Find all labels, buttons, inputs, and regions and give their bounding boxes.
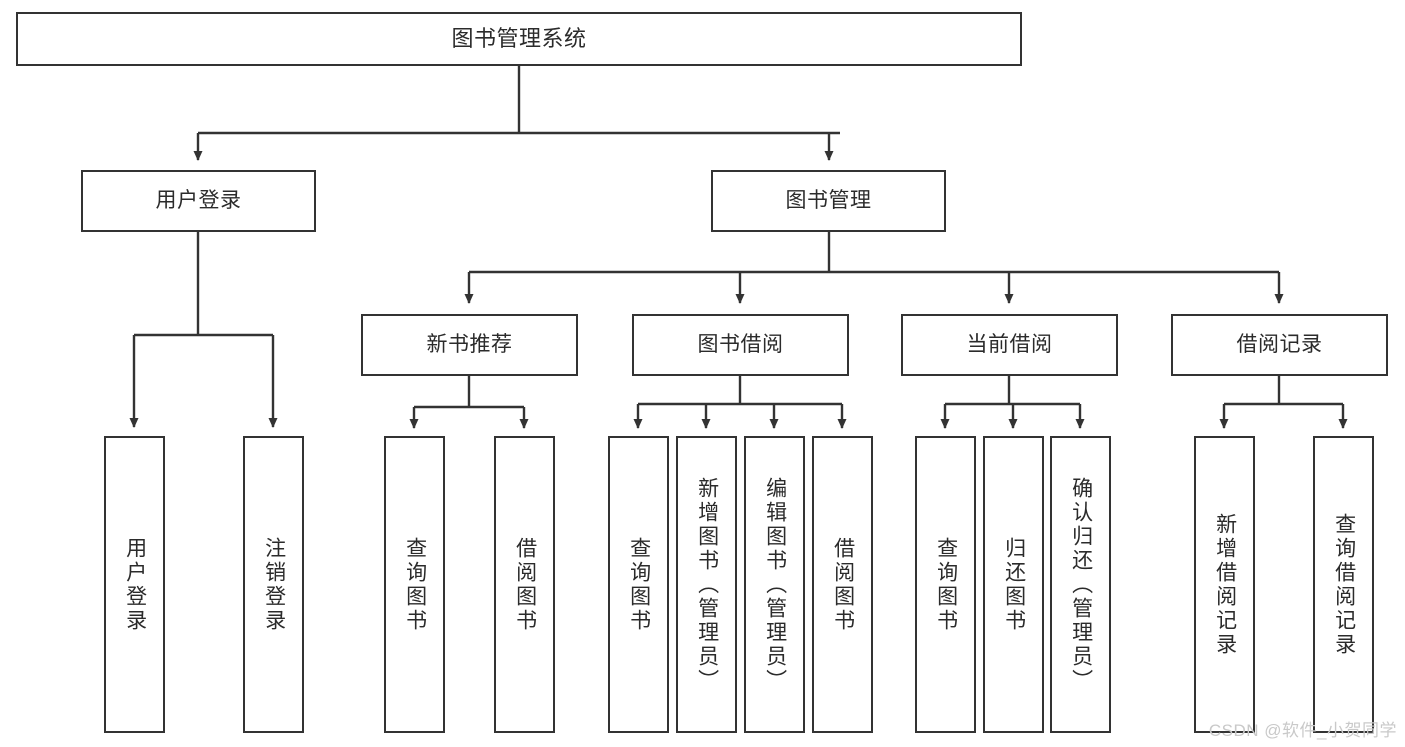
node-leaf-query-book-3[interactable]: 查询图书 — [915, 436, 976, 733]
node-leaf-confirm-return-admin[interactable]: 确认归还（管理员） — [1050, 436, 1111, 733]
node-label: 用户登录 — [123, 536, 147, 633]
node-leaf-add-book-admin[interactable]: 新增图书（管理员） — [676, 436, 737, 733]
node-borrow-record[interactable]: 借阅记录 — [1171, 314, 1388, 376]
node-leaf-user-login[interactable]: 用户登录 — [104, 436, 165, 733]
node-label: 图书管理 — [785, 188, 872, 212]
node-label: 注销登录 — [262, 536, 286, 633]
node-label: 查询借阅记录 — [1332, 512, 1356, 657]
node-label: 借阅记录 — [1236, 332, 1323, 356]
node-book-management[interactable]: 图书管理 — [711, 170, 946, 232]
node-leaf-borrow-book-2[interactable]: 借阅图书 — [812, 436, 873, 733]
node-label: 查询图书 — [627, 536, 651, 633]
node-new-book-recommend[interactable]: 新书推荐 — [361, 314, 578, 376]
node-label: 图书管理系统 — [451, 26, 587, 52]
node-leaf-query-borrow-record[interactable]: 查询借阅记录 — [1313, 436, 1374, 733]
node-leaf-query-book-1[interactable]: 查询图书 — [384, 436, 445, 733]
node-leaf-edit-book-admin[interactable]: 编辑图书（管理员） — [744, 436, 805, 733]
node-root-system[interactable]: 图书管理系统 — [16, 12, 1022, 66]
node-label: 归还图书 — [1002, 536, 1026, 633]
node-label: 图书借阅 — [697, 332, 784, 356]
node-label: 新增图书（管理员） — [695, 476, 719, 693]
node-label: 用户登录 — [155, 188, 242, 212]
node-label: 借阅图书 — [831, 536, 855, 633]
node-label: 编辑图书（管理员） — [763, 476, 787, 693]
node-leaf-borrow-book-1[interactable]: 借阅图书 — [494, 436, 555, 733]
node-label: 查询图书 — [934, 536, 958, 633]
node-leaf-query-book-2[interactable]: 查询图书 — [608, 436, 669, 733]
node-leaf-logout-login[interactable]: 注销登录 — [243, 436, 304, 733]
node-label: 新书推荐 — [426, 332, 513, 356]
node-label: 当前借阅 — [966, 332, 1053, 356]
node-label: 确认归还（管理员） — [1069, 476, 1093, 693]
csdn-watermark: CSDN @软件_小贺同学 — [1208, 721, 1397, 740]
node-leaf-add-borrow-record[interactable]: 新增借阅记录 — [1194, 436, 1255, 733]
node-leaf-return-book[interactable]: 归还图书 — [983, 436, 1044, 733]
node-book-borrow[interactable]: 图书借阅 — [632, 314, 849, 376]
node-label: 新增借阅记录 — [1213, 512, 1237, 657]
node-user-login[interactable]: 用户登录 — [81, 170, 316, 232]
node-label: 借阅图书 — [513, 536, 537, 633]
node-label: 查询图书 — [403, 536, 427, 633]
node-current-borrow[interactable]: 当前借阅 — [901, 314, 1118, 376]
